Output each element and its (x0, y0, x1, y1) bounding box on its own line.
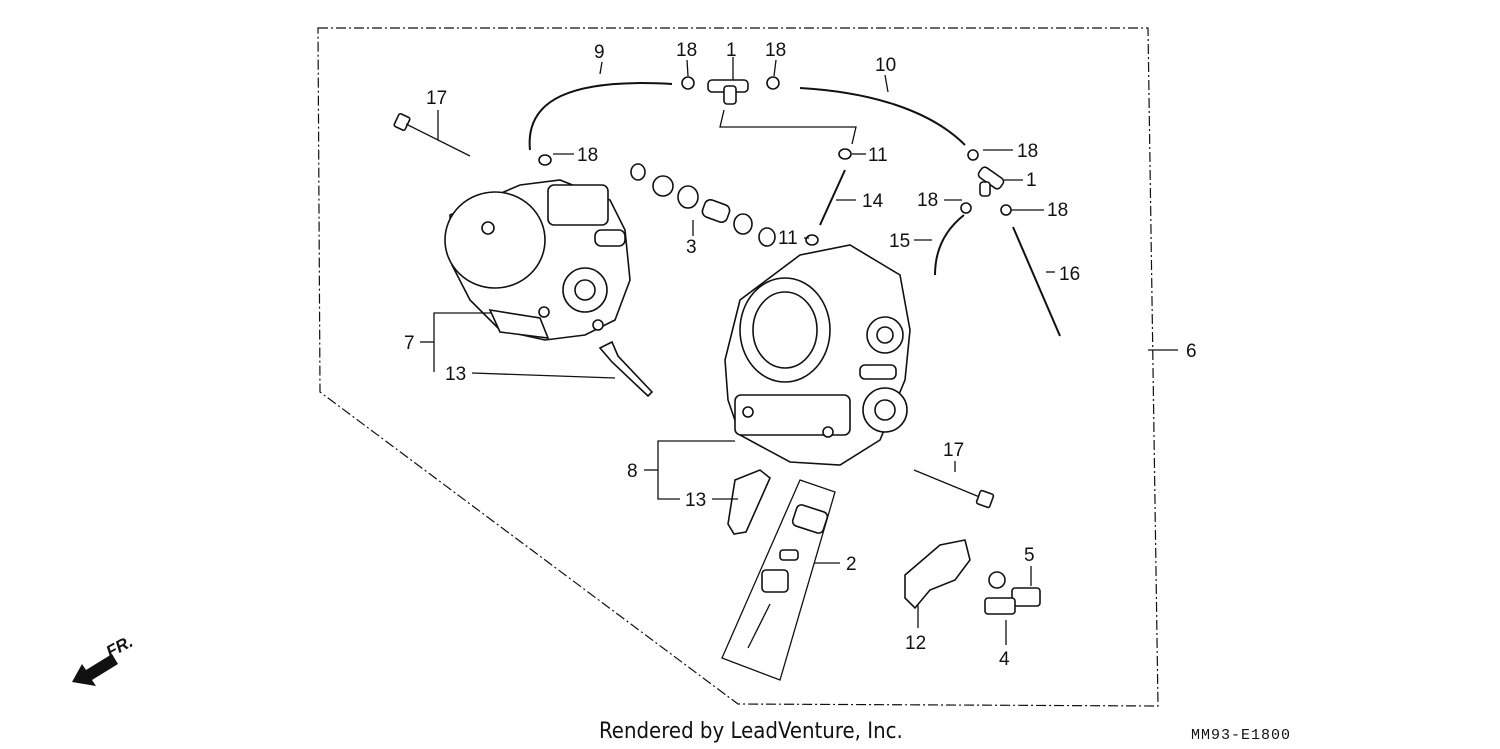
callout-18: 18 (1017, 141, 1038, 162)
tube-14[interactable] (819, 169, 846, 226)
callout-17: 17 (943, 440, 964, 461)
t-joint-top[interactable] (707, 79, 749, 105)
clip-set[interactable] (538, 76, 1012, 246)
arrow-icon (72, 654, 118, 686)
callout-11: 11 (868, 145, 888, 166)
footer-credit: Rendered by LeadVenture, Inc. (599, 719, 903, 744)
tube-10[interactable] (799, 87, 966, 146)
callout-5: 5 (1024, 545, 1035, 566)
screw-set[interactable] (984, 571, 1041, 615)
callout-labels: 9 18 1 18 10 17 18 11 18 1 18 18 14 3 11… (404, 40, 1197, 670)
callout-1: 1 (1026, 170, 1037, 191)
callout-2: 2 (846, 554, 857, 575)
callout-8: 8 (627, 461, 638, 482)
callout-17: 17 (426, 88, 447, 109)
callout-16: 16 (1059, 264, 1080, 285)
callout-11: 11 (778, 228, 798, 249)
callout-18: 18 (577, 145, 598, 166)
callout-6: 6 (1186, 341, 1197, 362)
assembly-boundary (317, 27, 1159, 707)
screw-top-left[interactable] (393, 112, 471, 157)
callout-18: 18 (676, 40, 697, 61)
leader-lines (420, 57, 1178, 645)
synchronizing-spring-set[interactable] (721, 479, 836, 681)
link-arm-left[interactable] (598, 340, 654, 398)
t-joint-right[interactable] (977, 166, 1005, 197)
callout-13: 13 (685, 490, 706, 511)
callout-18: 18 (765, 40, 786, 61)
hose-clamp[interactable] (904, 539, 971, 610)
link-arm-right[interactable] (727, 469, 771, 535)
callout-12: 12 (905, 633, 926, 654)
callout-10: 10 (875, 55, 896, 76)
callout-15: 15 (889, 231, 910, 252)
carburetor-right[interactable] (724, 244, 911, 466)
callout-1: 1 (726, 40, 737, 61)
diagram-code: MM93-E1800 (1191, 727, 1291, 744)
tube-16[interactable] (1012, 226, 1061, 337)
screw-lower-right[interactable] (913, 469, 995, 509)
callout-7: 7 (404, 333, 415, 354)
callout-4: 4 (999, 649, 1010, 670)
callout-18: 18 (917, 190, 938, 211)
callout-9: 9 (594, 42, 605, 63)
front-direction-marker: FR. (72, 632, 136, 686)
carburetor-left[interactable] (444, 179, 631, 341)
callout-13: 13 (445, 364, 466, 385)
tube-15[interactable] (934, 214, 965, 276)
callout-3: 3 (686, 237, 697, 258)
callout-14: 14 (862, 191, 884, 212)
callout-18: 18 (1047, 200, 1068, 221)
connector-pipe-set[interactable] (630, 163, 776, 247)
tube-9[interactable] (528, 82, 673, 151)
